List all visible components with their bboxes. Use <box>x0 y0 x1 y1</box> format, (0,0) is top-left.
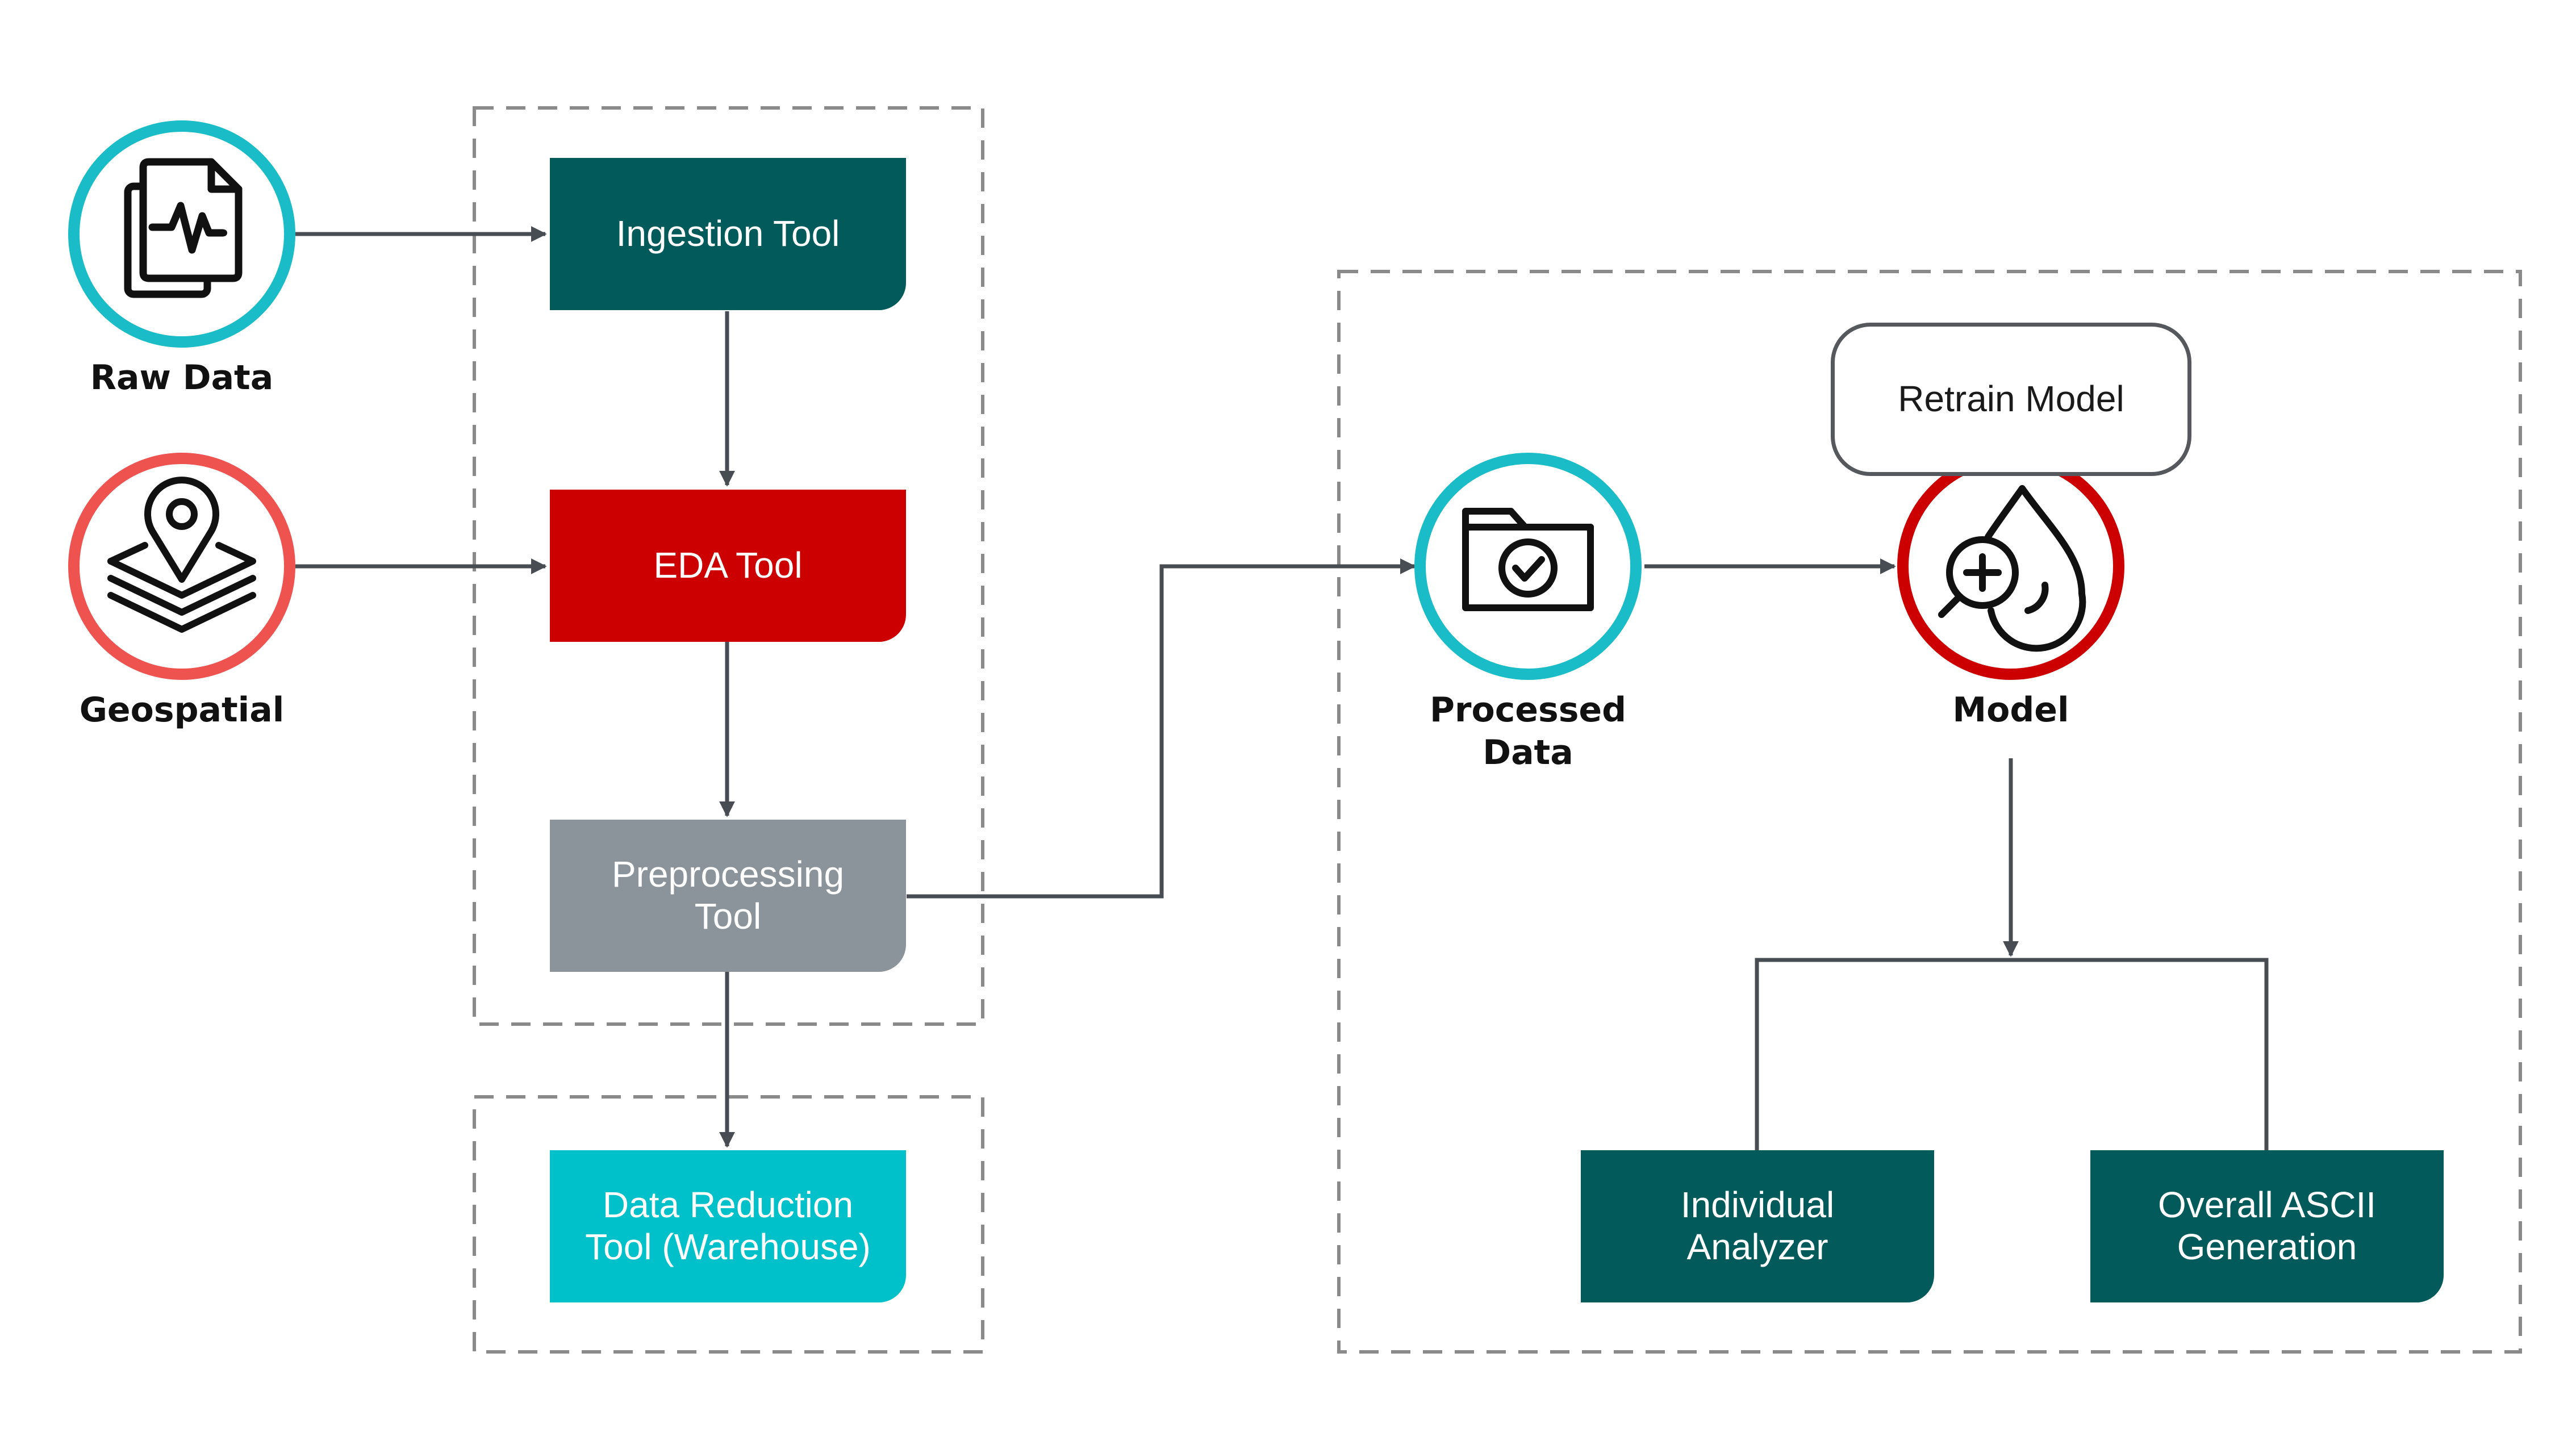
ingestion-tool-box: Ingestion Tool <box>550 158 906 310</box>
geospatial-node <box>68 453 295 680</box>
model-container <box>1337 270 2522 1354</box>
raw-data-node <box>68 120 295 348</box>
processed-data-label: Processed Data <box>1429 690 1627 772</box>
raw-data-label: Raw Data <box>90 358 274 398</box>
drop-magnifier-icon <box>1938 485 2086 652</box>
folder-check-icon <box>1462 508 1594 611</box>
document-pulse-icon <box>124 158 243 298</box>
branch-to-outputs <box>1755 958 2269 1150</box>
overall-ascii-generation-box: Overall ASCII Generation <box>2090 1150 2444 1302</box>
geospatial-label: Geospatial <box>79 690 285 730</box>
retrain-model-box: Retrain Model <box>1831 323 2191 476</box>
map-pin-layers-icon <box>107 477 256 633</box>
processed-data-node <box>1414 453 1642 680</box>
individual-analyzer-box: Individual Analyzer <box>1581 1150 1934 1302</box>
arrow-preprocessing-to-processed <box>907 558 1416 899</box>
eda-tool-box: EDA Tool <box>550 490 906 642</box>
data-reduction-tool-box: Data Reduction Tool (Warehouse) <box>550 1150 906 1302</box>
model-label: Model <box>1952 690 2069 730</box>
preprocessing-tool-box: Preprocessing Tool <box>550 820 906 972</box>
model-node <box>1897 453 2124 680</box>
